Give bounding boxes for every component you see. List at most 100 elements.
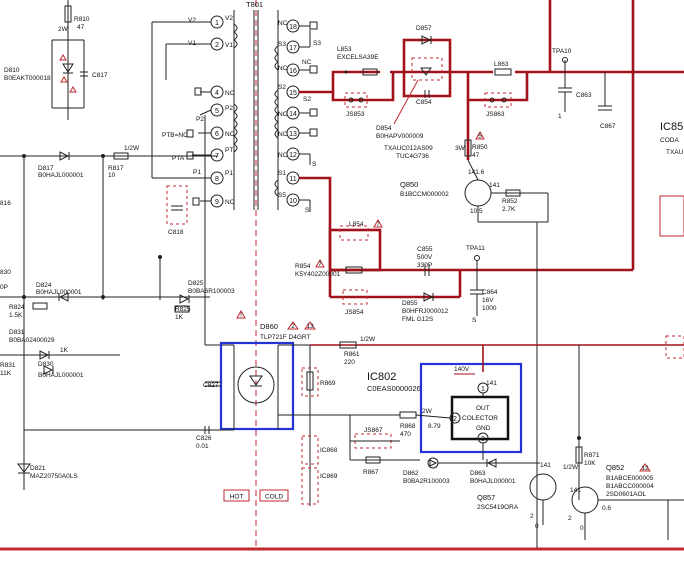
ic802-voltage: 140V bbox=[454, 366, 470, 373]
d810-diode-icon bbox=[62, 63, 74, 73]
r831-value: 11K bbox=[0, 370, 12, 377]
d863-diode-icon bbox=[486, 458, 497, 468]
q852-v2: 0.6 bbox=[602, 505, 611, 512]
svg-text:NC: NC bbox=[225, 131, 235, 138]
d855-diode-icon bbox=[423, 292, 434, 302]
svg-text:V1: V1 bbox=[225, 42, 233, 49]
svg-text:NC: NC bbox=[278, 111, 288, 118]
d854-part: B0HAPV000009 bbox=[376, 133, 424, 140]
t801-outer-p1: P1 bbox=[193, 169, 201, 176]
t801-pin-8: 8P1 bbox=[210, 170, 233, 185]
d824-ref: D824 bbox=[36, 282, 52, 289]
warning-glyph: ! bbox=[240, 312, 242, 319]
d854-diode-icon bbox=[420, 67, 432, 76]
d854-alt1: TXAUC012AS09 bbox=[384, 145, 433, 152]
q852-ref: Q852 bbox=[606, 463, 624, 472]
svg-text:13: 13 bbox=[306, 323, 314, 330]
svg-text:4: 4 bbox=[215, 90, 219, 97]
d817-diode-icon bbox=[59, 151, 70, 161]
r869-ref: R869 bbox=[320, 380, 336, 387]
cold-label-box bbox=[259, 489, 289, 502]
d810-ref: D810 bbox=[4, 67, 20, 74]
svg-text:7: 7 bbox=[376, 221, 380, 228]
left-fragment-830: 830 bbox=[0, 269, 11, 276]
c864-ref: C864 bbox=[482, 289, 498, 296]
svg-text:12: 12 bbox=[641, 465, 649, 472]
t801-outer-s-bottom: S bbox=[305, 207, 310, 214]
t801-outer-v2: V2 bbox=[188, 17, 196, 24]
r871-value: 10K bbox=[584, 460, 596, 467]
d821-ref: D821 bbox=[30, 465, 46, 472]
svg-text:8: 8 bbox=[215, 176, 219, 183]
svg-text:S1: S1 bbox=[278, 170, 286, 177]
d857-c854-group: D857 C854 D854 B0HAPV000009 TXAUC012AS09… bbox=[376, 25, 443, 160]
tpa10-group: TPA10 C863 1 C867 bbox=[552, 48, 616, 130]
l853-group: L853 EXCELSA39E JS853 bbox=[337, 46, 379, 118]
d855-alt: FML G12S bbox=[402, 316, 434, 323]
q852-part2: B1ABCC000004 bbox=[606, 483, 654, 490]
svg-text:NC: NC bbox=[278, 152, 288, 159]
r831-power: 1K bbox=[60, 347, 69, 354]
d824-part: B0HAJL000001 bbox=[36, 289, 82, 296]
d817-part: B0HAJL000001 bbox=[38, 172, 84, 179]
svg-text:11: 11 bbox=[289, 176, 296, 183]
left-middle-group: 830 0P D824 B0HAJL000001 R824 1.5K D831 … bbox=[0, 255, 210, 379]
q850-part: B1BCCM000002 bbox=[400, 191, 449, 198]
tpa11-ref: TPA11 bbox=[466, 245, 485, 252]
t801-pin-1: 1V2 bbox=[210, 15, 233, 29]
svg-text:10: 10 bbox=[289, 198, 297, 205]
r861-ref: R861 bbox=[344, 351, 360, 358]
js854-ref: JS854 bbox=[345, 309, 364, 316]
js853-ref: JS853 bbox=[346, 111, 365, 118]
coda-fragment: CODA bbox=[660, 137, 679, 144]
ic869-ref: IC869 bbox=[320, 473, 338, 480]
r850-power: 3W bbox=[455, 145, 466, 152]
svg-text:1: 1 bbox=[558, 113, 562, 120]
svg-text:0: 0 bbox=[580, 525, 584, 532]
q852-group: 1/2W R871 10K 141 0.6 Q852 12 B1ABCE0000… bbox=[563, 345, 684, 540]
d855-ref: D855 bbox=[402, 300, 418, 307]
t801-outer-s-top: S bbox=[312, 161, 317, 168]
r817-ref: R817 bbox=[108, 165, 124, 172]
q850-group: 5 3W R850 47 141.6 141 10.5 Q850 B1BCCM0… bbox=[400, 130, 549, 223]
svg-text:0: 0 bbox=[535, 523, 539, 530]
svg-text:9: 9 bbox=[215, 199, 219, 206]
q852-part3: 2SD0601AOL bbox=[606, 491, 646, 498]
d863-part: B0HAJL000001 bbox=[470, 478, 516, 485]
d855-part: B0HFRJ000012 bbox=[402, 308, 449, 315]
svg-text:NC: NC bbox=[225, 199, 235, 206]
r825-value: 1K bbox=[175, 314, 184, 321]
d817-ref: D817 bbox=[38, 165, 54, 172]
r869-ic868-group: R869 IC868 IC869 bbox=[278, 345, 400, 506]
d821-group: D821 MAZ20750A0LS bbox=[17, 430, 78, 490]
cold-label: COLD bbox=[265, 494, 283, 501]
c826-value: 0.01 bbox=[196, 443, 209, 450]
d831-part: B0BA02400029 bbox=[9, 337, 55, 344]
svg-text:5: 5 bbox=[478, 133, 482, 140]
l853-part: EXCELSA39E bbox=[337, 54, 379, 61]
d810-part: B0EAKT000018 bbox=[4, 75, 51, 82]
svg-text:S5: S5 bbox=[278, 192, 286, 199]
svg-text:S: S bbox=[472, 317, 477, 324]
t801-outer-s3: S3 bbox=[313, 40, 321, 47]
q857-v: 141 bbox=[540, 462, 551, 469]
c864-value: 1000 bbox=[482, 305, 497, 312]
d830-part: B0HAJL000001 bbox=[38, 372, 84, 379]
svg-text:6: 6 bbox=[215, 131, 219, 138]
d825-ref: D825 bbox=[188, 280, 204, 287]
r824-value: 1.5K bbox=[9, 312, 23, 319]
hot-label-box bbox=[223, 489, 250, 502]
t801-outer-ptb: PTB=NC bbox=[162, 132, 188, 139]
r868-ref: R868 bbox=[400, 423, 416, 430]
r825-ref: R825 bbox=[175, 306, 191, 313]
l854-ref: L854 bbox=[349, 221, 364, 228]
d854-ref: D854 bbox=[376, 125, 392, 132]
